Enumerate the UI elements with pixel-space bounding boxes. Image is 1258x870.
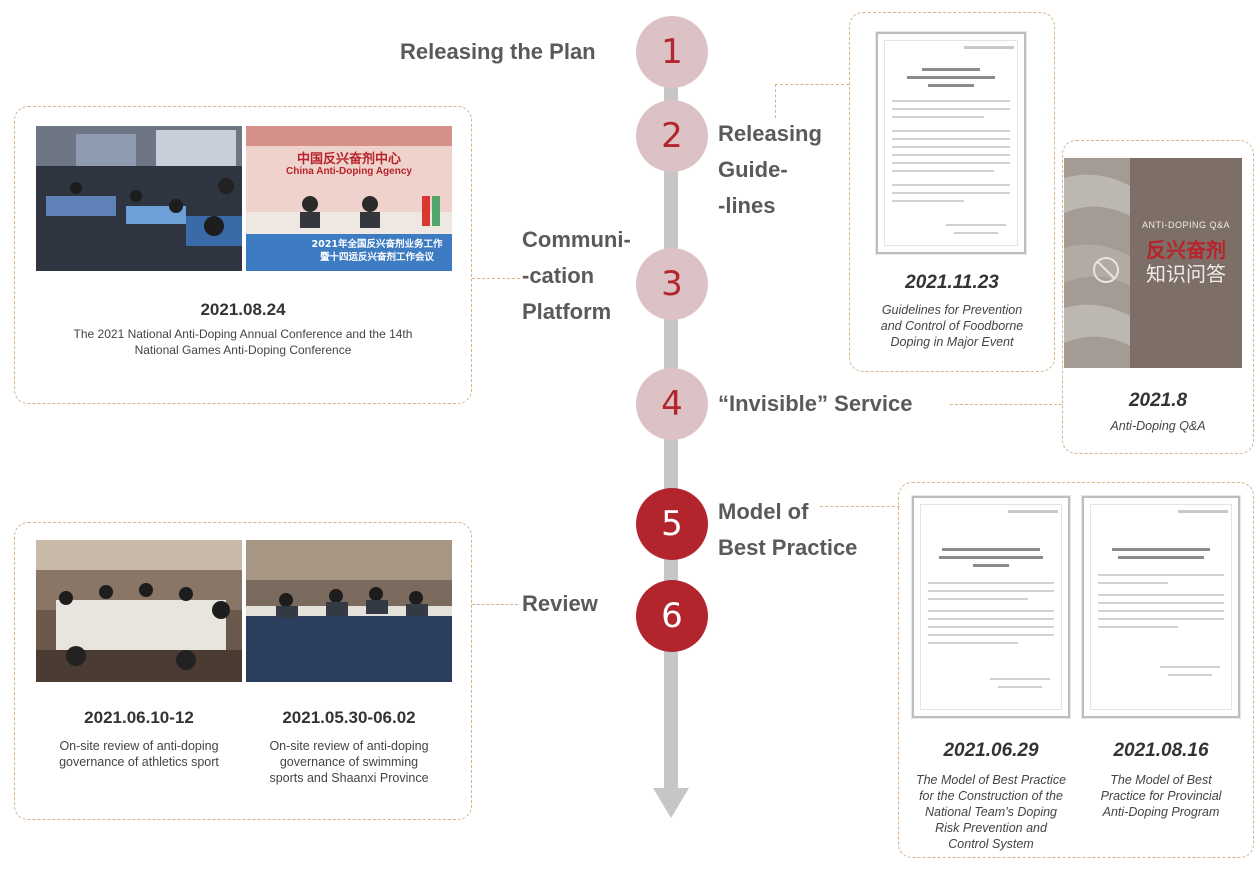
step-number: 2 [661,116,683,156]
connector-guidelines-v [775,84,776,118]
book-title-line: 知识问答 [1146,262,1226,286]
caption-line: governance of swimming [279,755,419,769]
caption-line: The Model of Best [1110,773,1212,787]
agency-conference-photo: 中国反兴奋剂中心 China Anti-Doping Agency 2021年全… [246,126,452,271]
step-label-6: Review [522,591,598,616]
step-node-5: 5 [636,488,708,560]
step-label-5: Model of Best Practice [718,494,857,566]
connector-guidelines-h [775,84,849,85]
step-number: 6 [661,596,683,636]
guidelines-document-image [876,32,1026,254]
step-label-line: Best Practice [718,535,858,560]
banner-line: 2021年全国反兴奋剂业务工作 [311,239,443,250]
invisible-service-panel [1062,140,1254,454]
caption-line: Doping in Major Event [890,335,1014,349]
communication-caption: The 2021 National Anti-Doping Annual Con… [24,326,462,358]
best-practice-2-date: 2021.08.16 [1113,740,1209,761]
caption-line: governance of athletics sport [59,755,219,769]
book-title-en: ANTI-DOPING Q&A [1141,220,1230,230]
guidelines-date: 2021.11.23 [905,272,999,293]
guidelines-caption: Guidelines for Prevention and Control of… [849,302,1055,350]
step-label-line: -cation [522,263,595,288]
step-label-2: Releasing Guide- -lines [718,116,822,224]
athletics-review-photo [36,540,242,682]
caption-line: and Control of Foodborne [880,319,1024,333]
step-label-3: Communi- -cation Platform [522,222,631,330]
step-label-line: Guide- [718,157,788,182]
step-number: 1 [661,32,683,72]
step-node-2: 2 [636,100,708,172]
conference-banner: 2021年全国反兴奋剂业务工作 暨十四运反兴奋剂工作会议 [306,238,448,264]
caption-line: Control System [948,837,1034,851]
invisible-date: 2021.8 [1128,390,1188,411]
step-node-1: 1 [636,16,708,88]
anti-doping-qa-book-cover: ANTI-DOPING Q&A 反兴奋剂 知识问答 [1064,158,1242,368]
connector-communication [472,278,520,279]
step-node-6: 6 [636,580,708,652]
agency-sign-en: China Anti-Doping Agency [286,166,412,177]
book-title-line: 反兴奋剂 [1146,238,1226,262]
step-label-line: Model of [718,499,809,524]
best-practice-panel [898,482,1254,858]
caption-line: National Games Anti-Doping Conference [134,343,352,357]
caption-line: The Model of Best Practice [915,773,1067,787]
review-2-date: 2021.05.30-06.02 [282,708,416,727]
step-number: 3 [661,264,683,304]
step-label-4: “Invisible” Service [718,391,913,416]
step-number: 5 [661,504,683,544]
best-practice-1-date: 2021.06.29 [943,740,1039,761]
caption-line: National Team’s Doping [924,805,1058,819]
best-practice-document-2-image [1082,496,1240,718]
step-label-1: Releasing the Plan [400,39,596,64]
best-practice-2-caption: The Model of Best Practice for Provincia… [1076,772,1246,820]
caption-line: Practice for Provincial [1100,789,1222,803]
swimming-review-photo [246,540,452,682]
connector-best-practice [820,506,900,507]
step-node-3: 3 [636,248,708,320]
book-title-cn: 反兴奋剂 知识问答 [1130,238,1242,286]
caption-line: sports and Shaanxi Province [269,771,429,785]
connector-invisible [950,404,1062,405]
review-1-date: 2021.06.10-12 [84,708,194,727]
caption-line: On-site review of anti-doping [59,739,219,753]
caption-line: for the Construction of the [919,789,1063,803]
communication-date: 2021.08.24 [200,300,286,319]
best-practice-1-caption: The Model of Best Practice for the Const… [906,772,1076,852]
review-panel [14,522,472,820]
banner-line: 暨十四运反兴奋剂工作会议 [319,252,434,263]
review-2-caption: On-site review of anti-doping governance… [236,738,462,786]
guidelines-panel [849,12,1055,372]
best-practice-document-1-image [912,496,1070,718]
step-label-line: -lines [718,193,776,218]
review-1-caption: On-site review of anti-doping governance… [26,738,252,770]
caption-line: Anti-Doping Program [1102,805,1220,819]
invisible-caption: Anti-Doping Q&A [1110,419,1206,433]
caption-line: Risk Prevention and [935,821,1047,835]
step-label-line: Platform [522,299,612,324]
step-number: 4 [661,384,683,424]
caption-line: Guidelines for Prevention [881,303,1023,317]
step-label-line: Communi- [522,227,631,252]
connector-review [472,604,518,605]
communication-panel [14,106,472,404]
conference-hall-photo [36,126,242,271]
step-label-line: Releasing [718,121,822,146]
agency-sign-cn: 中国反兴奋剂中心 [296,152,401,167]
caption-line: On-site review of anti-doping [269,739,429,753]
caption-line: The 2021 National Anti-Doping Annual Con… [73,327,413,341]
step-node-4: 4 [636,368,708,440]
timeline-arrow-head [653,788,689,818]
